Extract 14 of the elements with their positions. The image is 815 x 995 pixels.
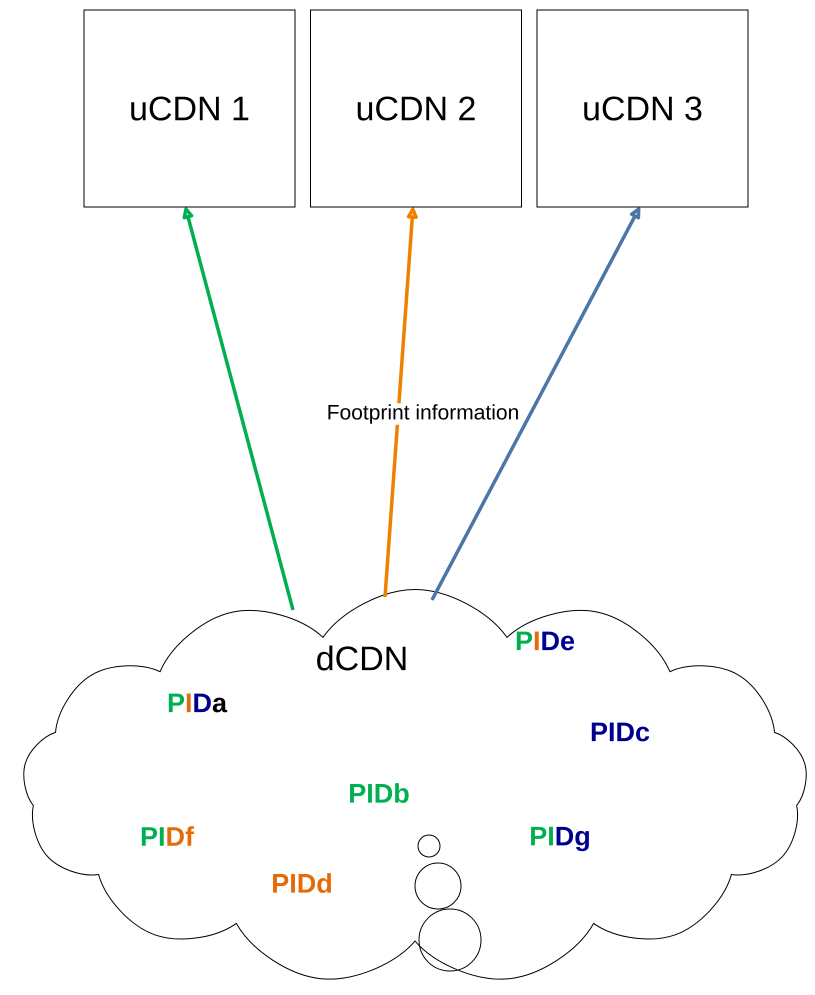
cdn-box: uCDN 1 — [84, 10, 296, 208]
arrow — [383, 207, 418, 598]
arrow — [182, 207, 295, 610]
pid-label: PIDa — [168, 694, 228, 712]
pid-label: PIDg — [531, 826, 589, 852]
arrow — [430, 207, 640, 601]
pid-label: PIDc — [592, 722, 650, 742]
cdn-box: uCDN 2 — [310, 10, 522, 208]
caption-text: Footprint information — [326, 403, 520, 425]
pid-label: PIDd — [273, 873, 331, 893]
cdn-box: uCDN 3 — [536, 10, 748, 208]
pid-label: PIDf — [142, 826, 194, 846]
pid-label: PIDb — [350, 783, 409, 803]
pid-label: PIDe — [516, 632, 574, 650]
